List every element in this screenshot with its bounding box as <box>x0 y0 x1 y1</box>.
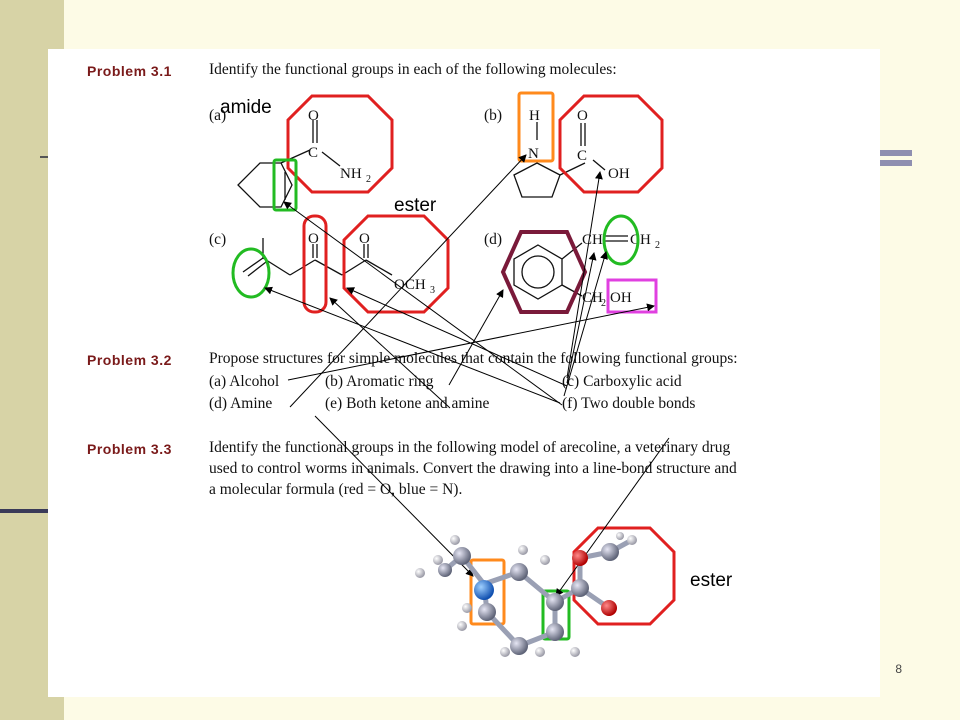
atom-a-o: O <box>308 108 319 124</box>
subpart-b: (b) <box>484 107 503 124</box>
title-rule-right-upper <box>870 150 912 156</box>
benzene-ring <box>513 244 563 300</box>
problem-3-1-label: Problem 3.1 <box>87 63 172 79</box>
atom-d-sub2b: 2 <box>601 298 606 309</box>
octagon-amide-a <box>286 94 394 194</box>
arrow-amine-model <box>314 415 474 577</box>
problem-3-3-line-1: Identify the functional groups in the fo… <box>209 439 731 456</box>
octagon-ester-c <box>342 214 450 314</box>
atom-d-sub2a: 2 <box>655 240 660 251</box>
arrow-acid-2 <box>566 252 597 384</box>
arrow-amine <box>289 154 527 408</box>
page-number: 8 <box>895 662 902 676</box>
item-32-c: (c) Carboxylic acid <box>562 373 682 390</box>
alcohol-highlight-d <box>606 278 658 314</box>
bottom-rule <box>0 509 48 513</box>
subpart-d: (d) <box>484 231 503 248</box>
item-32-f: (f) Two double bonds <box>562 395 696 412</box>
arrow-model-alkene <box>555 437 670 597</box>
problem-3-3-line-2: used to control worms in animals. Conver… <box>209 460 737 477</box>
aromatic-highlight-d <box>500 230 588 314</box>
atom-d-ch2: CH <box>630 232 651 248</box>
octagon-acid-b <box>558 94 664 194</box>
amine-highlight-model <box>469 558 506 626</box>
problem-3-3-line-3: a molecular formula (red = O, blue = N). <box>209 481 463 498</box>
alkene-highlight-d <box>602 214 640 266</box>
atom-b-c: C <box>577 148 587 164</box>
molecule-d <box>513 235 628 300</box>
item-32-b: (b) Aromatic ring <box>325 373 434 390</box>
subpart-a: (a) <box>209 107 227 124</box>
molecule-b <box>513 122 606 198</box>
problem-3-2-text: Propose structures for simple molecules … <box>209 350 738 367</box>
cyclohexene-ring <box>237 162 293 208</box>
arrow-acid-1 <box>566 171 603 379</box>
arrow-acid-3 <box>346 287 568 387</box>
octagon-ester-model <box>572 526 676 626</box>
atom-b-oh: OH <box>608 166 630 182</box>
annotation-ester-top: ester <box>394 195 437 216</box>
atom-d-ch: CH <box>582 232 603 248</box>
atom-b-o: O <box>577 108 588 124</box>
ketone-highlight-c <box>302 214 328 314</box>
alkene-highlight-a <box>272 158 298 212</box>
atom-d-oh: OH <box>610 290 632 306</box>
slide-content <box>48 49 880 697</box>
arrow-ketone-amine <box>329 297 451 409</box>
arrow-group <box>264 154 670 597</box>
arrow-double-1 <box>283 201 563 406</box>
title-rule-left <box>40 156 50 158</box>
arrow-double-2 <box>264 286 561 404</box>
item-32-e: (e) Both ketone and amine <box>325 395 490 412</box>
annotation-amide: amide <box>220 97 272 118</box>
atom-a-sub2: 2 <box>366 174 371 185</box>
problem-3-2-label: Problem 3.2 <box>87 352 172 368</box>
item-32-a: (a) Alcohol <box>209 373 280 390</box>
arecoline-model <box>415 532 637 657</box>
atom-c-o1: O <box>308 231 319 247</box>
atom-c-o2: O <box>359 231 370 247</box>
atom-b-h: H <box>529 108 540 124</box>
amine-highlight-b <box>517 91 555 163</box>
problem-3-3-label: Problem 3.3 <box>87 441 172 457</box>
arrow-aromatic <box>448 289 504 386</box>
atom-a-c: C <box>308 145 318 161</box>
alkene-highlight-c <box>231 247 271 299</box>
atom-c-sub3: 3 <box>430 285 435 296</box>
problem-3-1-text: Identify the functional groups in each o… <box>209 61 617 78</box>
item-32-d: (d) Amine <box>209 395 273 412</box>
atom-b-n: N <box>528 146 539 162</box>
atom-c-och: OCH <box>394 277 426 293</box>
title-rule-right-lower <box>870 160 912 166</box>
annotation-ester-bottom: ester <box>690 570 733 591</box>
arrow-double-3 <box>563 251 608 397</box>
atom-a-nh: NH <box>340 166 362 182</box>
subpart-c: (c) <box>209 231 227 248</box>
pyrrolidine-ring <box>513 162 561 198</box>
